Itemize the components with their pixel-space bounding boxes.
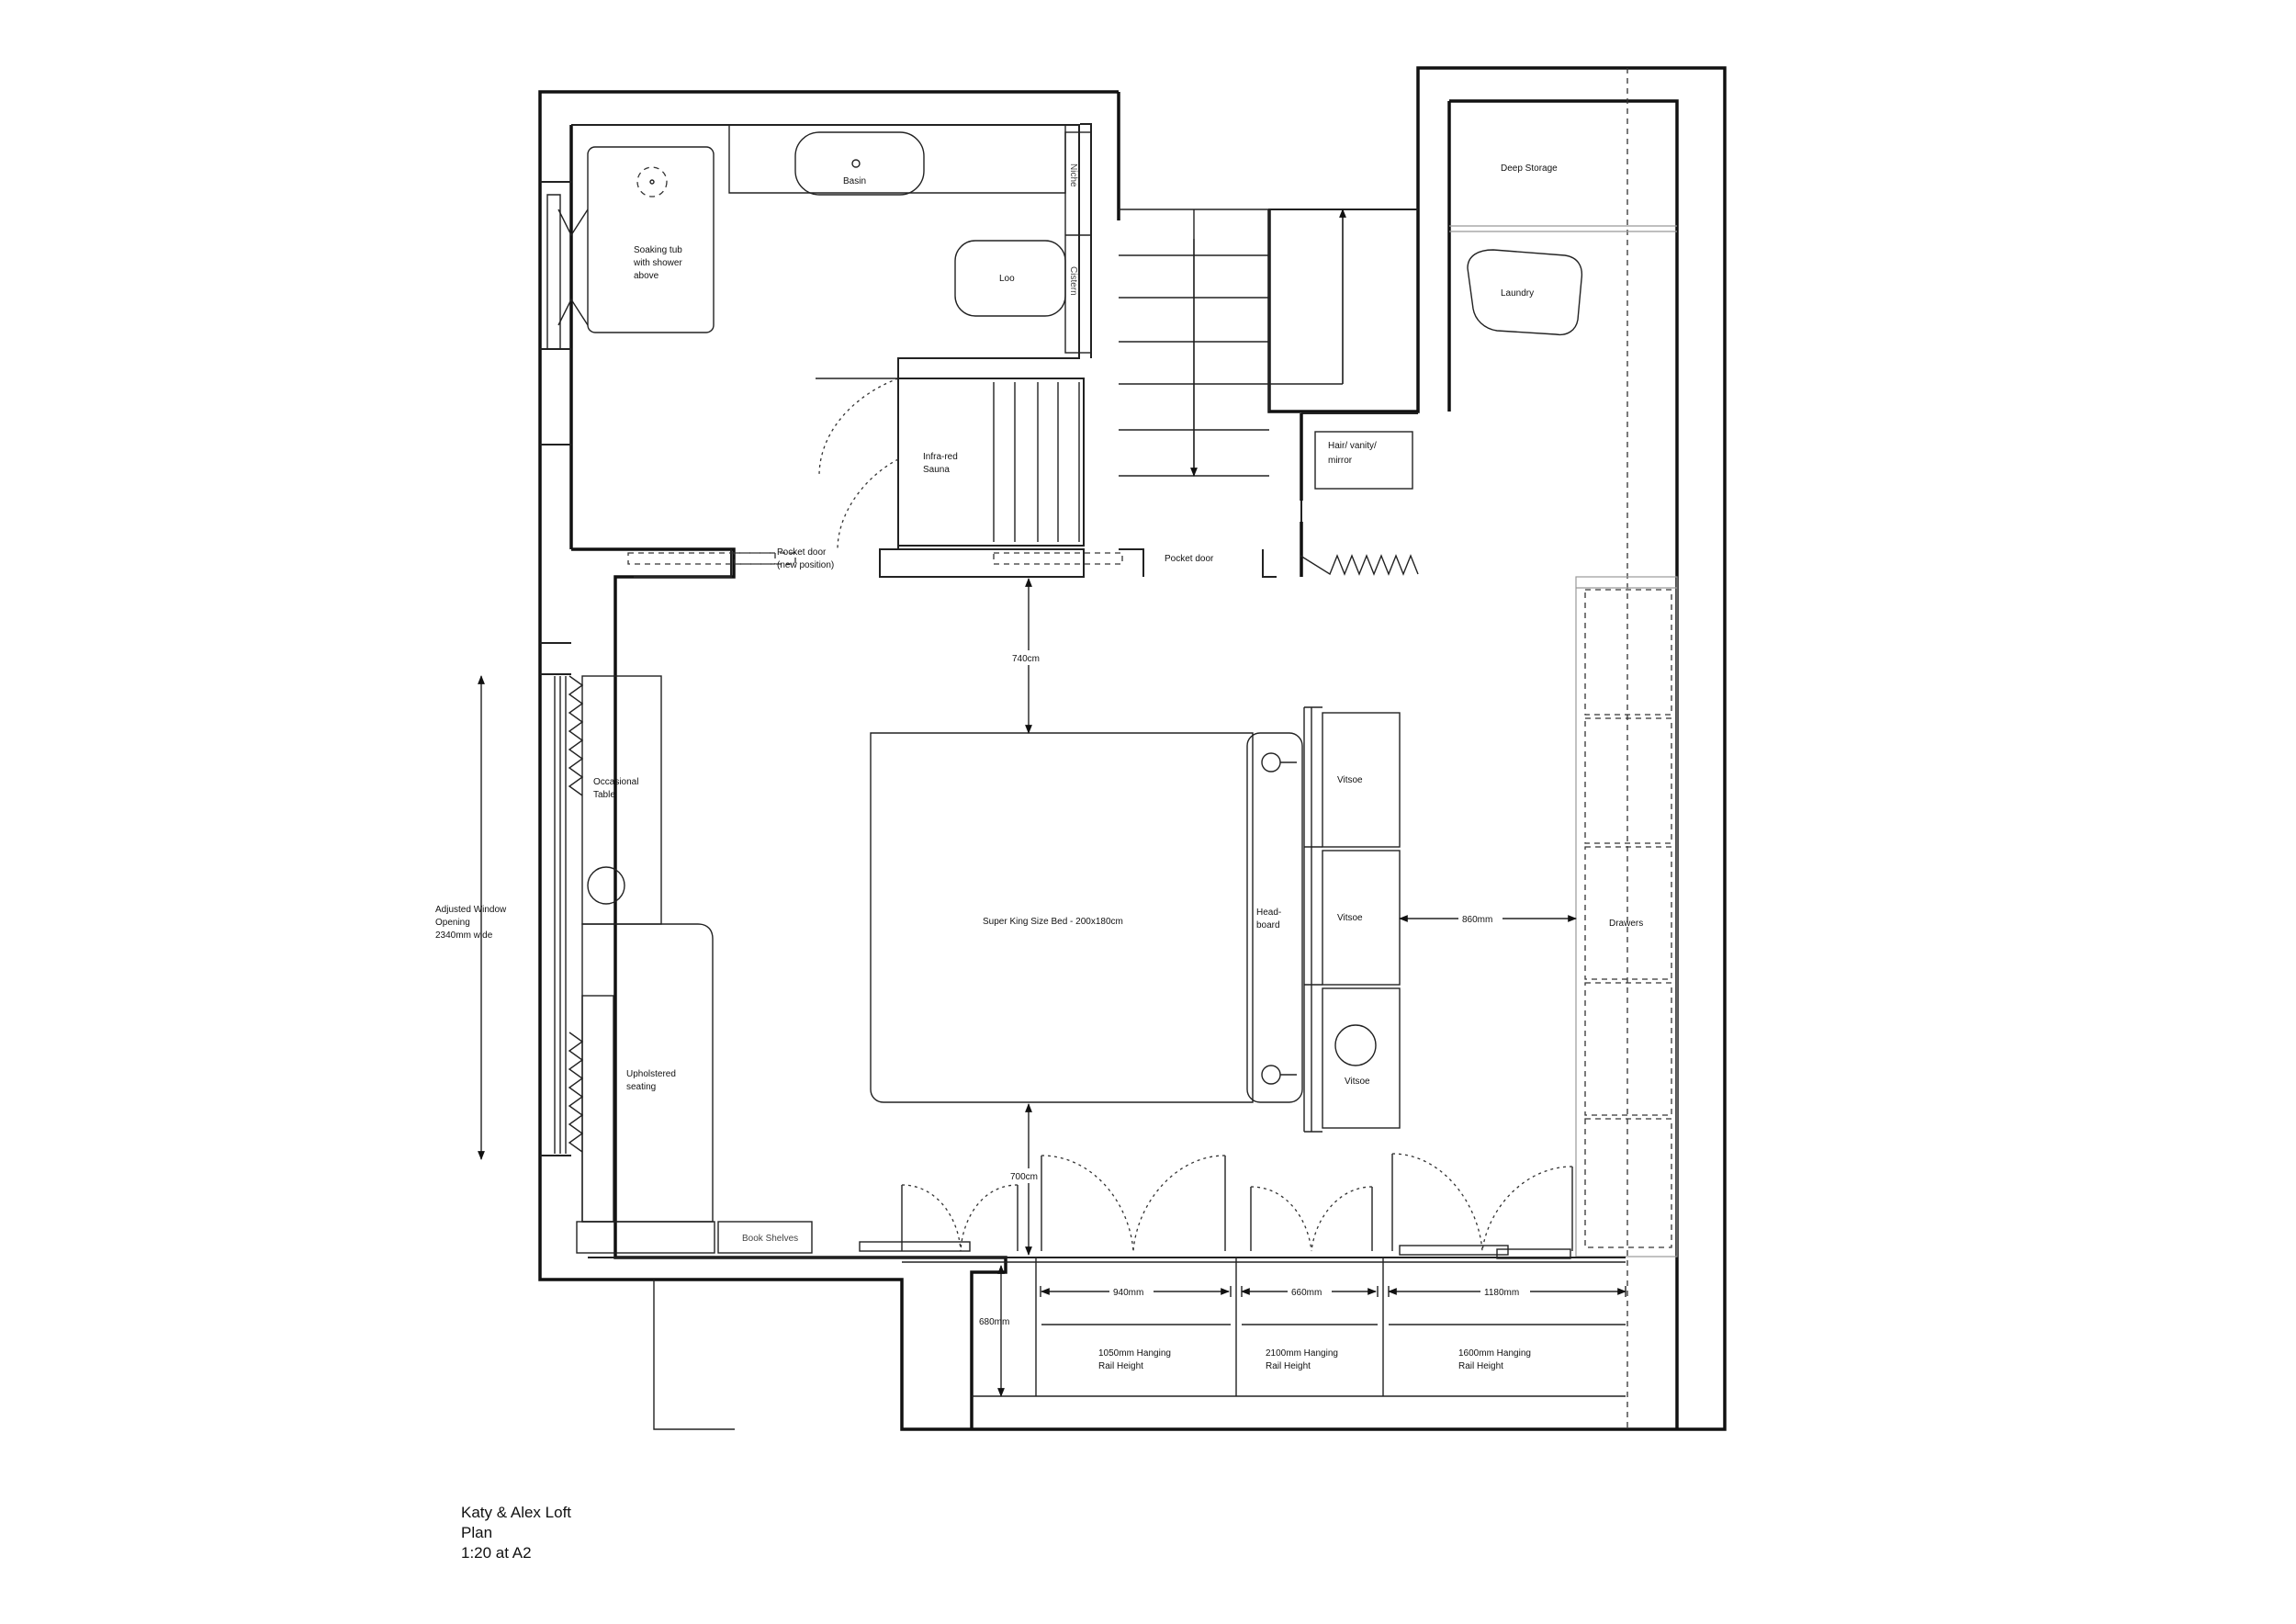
dimension-lines <box>997 578 1626 1397</box>
basin-unit <box>728 125 1092 354</box>
basin-label: Basin <box>843 176 866 186</box>
wardrobe <box>588 1153 1626 1397</box>
dim-1180: 1180mm <box>1484 1288 1519 1298</box>
bed-label: Super King Size Bed - 200x180cm <box>983 917 1123 927</box>
book-shelves <box>717 1221 813 1254</box>
wardrobe-3-label-2: Rail Height <box>1458 1361 1503 1371</box>
upholstered-seating <box>576 923 715 1254</box>
pocket-door-label: Pocket door <box>1165 554 1214 564</box>
window-label-3: 2340mm wide <box>435 930 493 941</box>
hair-vanity-label-2: mirror <box>1328 456 1353 466</box>
lower-landing <box>653 1280 735 1430</box>
bathroom-walls <box>540 123 1277 1429</box>
wardrobe-1-label-1: 1050mm Hanging <box>1098 1348 1171 1359</box>
bed <box>870 732 1303 1103</box>
vitsoe-label-2: Vitsoe <box>1337 913 1363 923</box>
dim-660: 660mm <box>1291 1288 1322 1298</box>
bathtub <box>546 146 715 350</box>
drawers-unit <box>1575 576 1678 1257</box>
window-label-2: Opening <box>435 918 470 928</box>
headboard-label-1: Head- <box>1256 908 1281 918</box>
deep-storage-label: Deep Storage <box>1501 164 1558 174</box>
laundry-label: Laundry <box>1501 288 1534 299</box>
pocket-door-new-2: (new position) <box>777 560 834 570</box>
staircase <box>1119 209 1418 477</box>
wardrobe-2-label-1: 2100mm Hanging <box>1266 1348 1338 1359</box>
pocket-door-new-1: Pocket door <box>777 547 827 558</box>
niche-label: Niche <box>1068 164 1078 187</box>
tub-label-1: Soaking tub <box>634 245 682 255</box>
upholstered-label-1: Upholstered <box>626 1069 676 1079</box>
occasional-table-label-1: Occasional <box>593 777 638 787</box>
wardrobe-2-label-2: Rail Height <box>1266 1361 1311 1371</box>
loo-label: Loo <box>999 274 1015 284</box>
dim-680: 680mm <box>979 1317 1009 1327</box>
wardrobe-1-label-2: Rail Height <box>1098 1361 1143 1371</box>
hair-vanity-label-1: Hair/ vanity/ <box>1328 441 1377 451</box>
drawers-label: Drawers <box>1609 919 1643 929</box>
book-shelves-label: Book Shelves <box>742 1234 798 1244</box>
cistern-label: Cistern <box>1068 266 1078 296</box>
dim-860: 860mm <box>1462 915 1492 925</box>
dim-700: 700cm <box>1010 1172 1038 1182</box>
dim-940: 940mm <box>1113 1288 1143 1298</box>
title-block: Katy & Alex Loft Plan 1:20 at A2 <box>461 1503 571 1563</box>
window <box>478 675 584 1160</box>
laundry-machine <box>1467 249 1583 336</box>
dim-740: 740cm <box>1012 654 1040 664</box>
drawing-type: Plan <box>461 1524 493 1541</box>
wardrobe-3-label-1: 1600mm Hanging <box>1458 1348 1531 1359</box>
upholstered-label-2: seating <box>626 1082 656 1092</box>
vitsoe-shelving <box>1303 706 1401 1133</box>
tub-label-3: above <box>634 271 659 281</box>
vitsoe-label-1: Vitsoe <box>1337 775 1363 785</box>
vitsoe-label-3: Vitsoe <box>1345 1077 1370 1087</box>
headboard-label-2: board <box>1256 920 1280 930</box>
drawing-scale: 1:20 at A2 <box>461 1544 532 1562</box>
hair-vanity <box>1314 431 1413 490</box>
tub-label-2: with shower <box>633 258 682 268</box>
sauna <box>816 378 1085 550</box>
window-label-1: Adjusted Window <box>435 905 507 915</box>
sauna-label-1: Infra-red <box>923 452 958 462</box>
sauna-label-2: Sauna <box>923 465 950 475</box>
pocket-doors <box>627 552 1419 576</box>
occasional-table-label-2: Table <box>593 790 615 800</box>
project-title: Katy & Alex Loft <box>461 1504 572 1521</box>
occasional-table <box>581 675 662 925</box>
